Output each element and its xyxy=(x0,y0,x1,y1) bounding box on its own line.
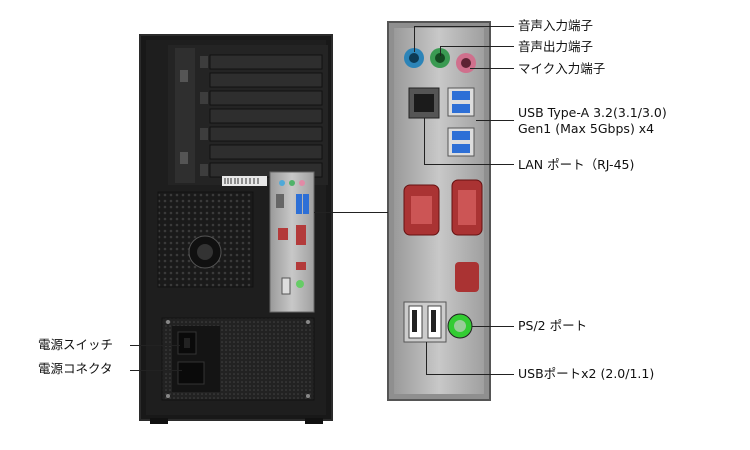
label-usb-type-a-1: USB Type-A 3.2(3.1/3.0) xyxy=(518,105,667,120)
label-lan-port: LAN ポート（RJ-45) xyxy=(518,157,635,172)
leader-power-connector xyxy=(130,370,182,371)
leader-audio-out xyxy=(440,46,514,47)
label-power-switch: 電源スイッチ xyxy=(38,337,114,352)
leader-audio-in-v xyxy=(414,26,415,52)
leader-lan-v xyxy=(424,118,425,164)
leader-audio-out-v xyxy=(440,46,441,56)
label-audio-in: 音声入力端子 xyxy=(518,18,594,33)
case-fan-icon xyxy=(157,191,254,288)
leader-power-switch xyxy=(130,345,180,346)
io-panel-zoom xyxy=(387,21,491,401)
leader-zoom xyxy=(314,212,388,213)
leader-mic xyxy=(470,68,514,69)
label-power-connector: 電源コネクタ xyxy=(38,361,113,376)
label-audio-out: 音声出力端子 xyxy=(518,39,594,54)
label-ps2-port: PS/2 ポート xyxy=(518,318,588,333)
leader-usb2-v xyxy=(426,342,427,374)
leader-usb3 xyxy=(476,120,514,121)
leader-usb2 xyxy=(426,374,514,375)
leader-ps2 xyxy=(472,326,514,327)
case-io-plate xyxy=(269,171,315,313)
power-supply xyxy=(161,317,315,401)
label-usb2-ports: USBポートx2 (2.0/1.1) xyxy=(518,366,655,381)
label-usb-type-a-2: Gen1 (Max 5Gbps) x4 xyxy=(518,121,655,136)
leader-lan xyxy=(424,164,514,165)
leader-audio-in xyxy=(414,26,514,27)
label-mic-in: マイク入力端子 xyxy=(518,61,606,76)
